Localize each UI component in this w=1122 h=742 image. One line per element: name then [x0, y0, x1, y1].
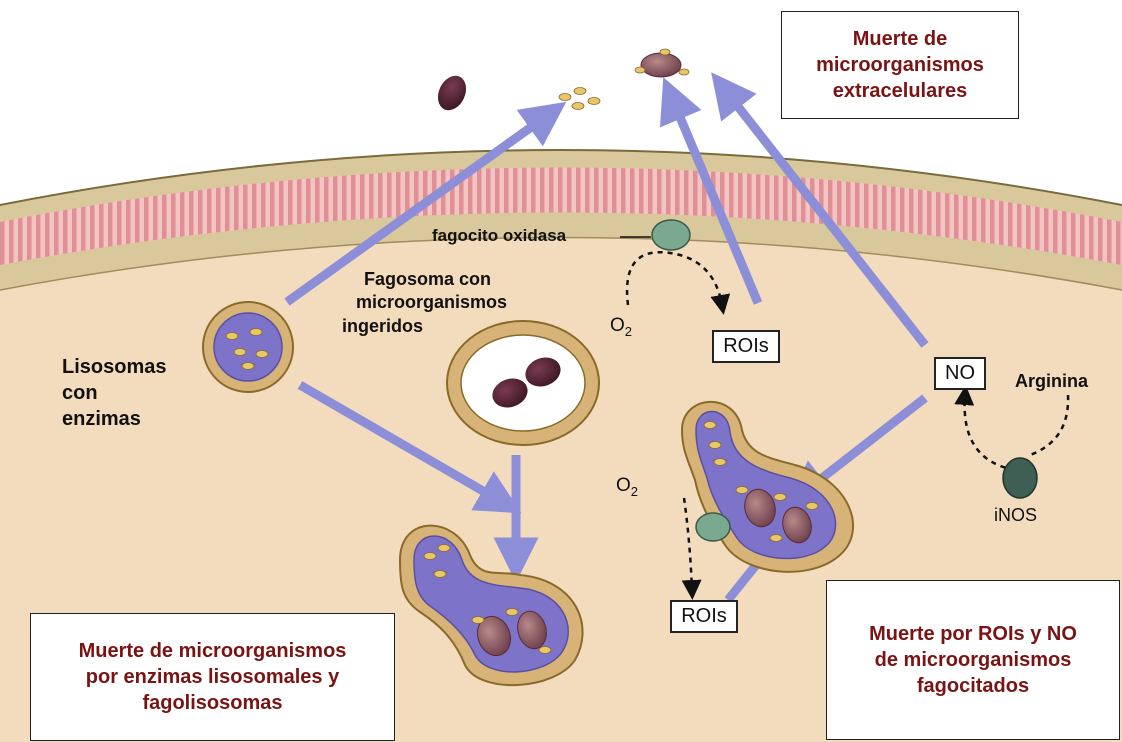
- caption-extracellular-line2: microorganismos: [816, 52, 984, 78]
- extracellular-microbe: [433, 71, 472, 115]
- label-lysosomes-line3: enzimas: [62, 406, 166, 432]
- phagolysosome-oxidase-enzyme: [696, 513, 730, 541]
- caption-extracellular-line1: Muerte de: [853, 26, 947, 52]
- caption-extracellular-line3: extracelulares: [833, 78, 968, 104]
- label-phagosome: Fagosoma con microorganismos ingeridos: [342, 268, 507, 338]
- microbe-fragments: [559, 88, 600, 110]
- caption-rois-no-line3: fagocitados: [917, 673, 1029, 699]
- phagosome: [447, 321, 599, 445]
- dying-microbe: [635, 49, 689, 77]
- label-lysosomes: Lisosomas con enzimas: [62, 354, 166, 432]
- label-lysosomes-line1: Lisosomas: [62, 354, 166, 380]
- caption-enzymes-line3: fagolisosomas: [142, 690, 282, 716]
- o2-top-subscript: 2: [625, 324, 632, 339]
- label-phagocyte-oxidase: fagocito oxidasa: [432, 226, 566, 246]
- label-phagosome-line2: microorganismos: [342, 291, 507, 314]
- label-phagosome-line1: Fagosoma con: [342, 268, 507, 291]
- caption-rois-no-line2: de microorganismos: [875, 647, 1072, 673]
- o2-bottom-subscript: 2: [631, 484, 638, 499]
- o2-bottom-symbol: O: [616, 475, 631, 496]
- caption-enzymes-line1: Muerte de microorganismos: [79, 638, 347, 664]
- o2-top-symbol: O: [610, 315, 625, 336]
- label-phagosome-line3: ingeridos: [342, 315, 507, 338]
- lysosome: [203, 302, 293, 392]
- label-inos: iNOS: [994, 505, 1037, 526]
- label-lysosomes-line2: con: [62, 380, 166, 406]
- inos-enzyme: [1003, 458, 1037, 498]
- label-arginine: Arginina: [1015, 371, 1088, 393]
- box-no: NO: [934, 357, 986, 390]
- caption-enzymatic-killing: Muerte de microorganismos por enzimas li…: [30, 613, 395, 741]
- caption-rois-no-line1: Muerte por ROIs y NO: [869, 621, 1077, 647]
- box-rois-top: ROIs: [712, 330, 780, 363]
- caption-rois-no-killing: Muerte por ROIs y NO de microorganismos …: [826, 580, 1120, 740]
- label-o2-top: O2: [610, 315, 632, 339]
- box-rois-bottom: ROIs: [670, 600, 738, 633]
- caption-enzymes-line2: por enzimas lisosomales y: [86, 664, 339, 690]
- caption-extracellular-killing: Muerte de microorganismos extracelulares: [781, 11, 1019, 119]
- label-o2-bottom: O2: [616, 475, 638, 499]
